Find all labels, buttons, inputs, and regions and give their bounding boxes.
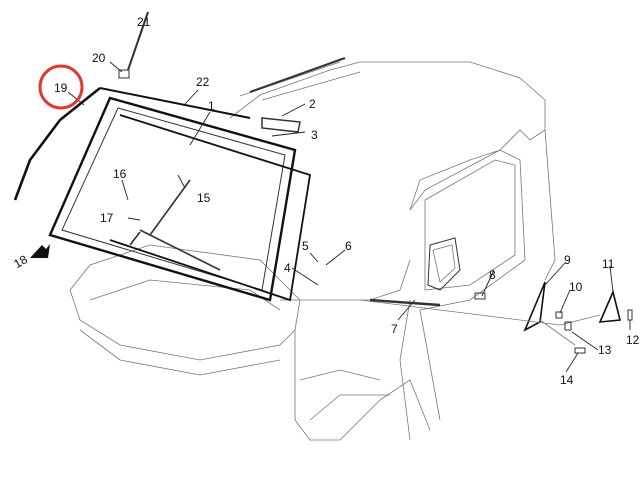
callout-6: 6 [345,239,352,253]
part-14-fastener [574,347,586,354]
callout-5: 5 [302,239,309,253]
callout-4: 4 [284,261,291,275]
callout-12: 12 [626,333,640,347]
callout-17: 17 [100,211,114,225]
part-9-window [523,281,546,332]
callout-3: 3 [311,128,318,142]
callout-11: 11 [602,257,615,271]
callouts: 21 20 19 22 1 2 3 16 15 17 18 5 6 4 7 8 … [11,15,639,387]
part-10-fastener [555,311,563,319]
upper-molding [99,87,251,119]
antenna-base [118,69,130,79]
callout-20: 20 [92,51,106,65]
antenna-mast [127,11,149,71]
windshield-reveal-molding [13,86,101,201]
windshield-glass [48,96,312,302]
highlight-circle [38,64,84,110]
part-7-rod [369,298,441,307]
part-12-fastener [627,309,633,321]
callout-8: 8 [489,268,496,282]
side-mirror [427,237,461,291]
rearview-mirror [261,117,301,133]
arrow-18-icon [30,244,50,258]
callout-1: 1 [208,99,215,113]
part-11-window [598,289,622,323]
callout-19: 19 [54,81,68,95]
leader-lines [67,29,631,373]
callout-15: 15 [197,191,211,205]
callout-9: 9 [564,253,571,267]
callout-7: 7 [391,322,398,336]
callout-16: 16 [113,167,127,181]
wiper-arm [129,179,221,271]
callout-21: 21 [137,15,151,29]
callout-22: 22 [196,75,210,89]
callout-13: 13 [598,343,612,357]
callout-18: 18 [11,252,30,271]
part-8-fastener [474,292,486,300]
callout-10: 10 [569,280,583,294]
van-body [69,57,556,441]
callout-2: 2 [309,97,316,111]
part-13-fastener [564,321,572,331]
callout-14: 14 [560,373,574,387]
